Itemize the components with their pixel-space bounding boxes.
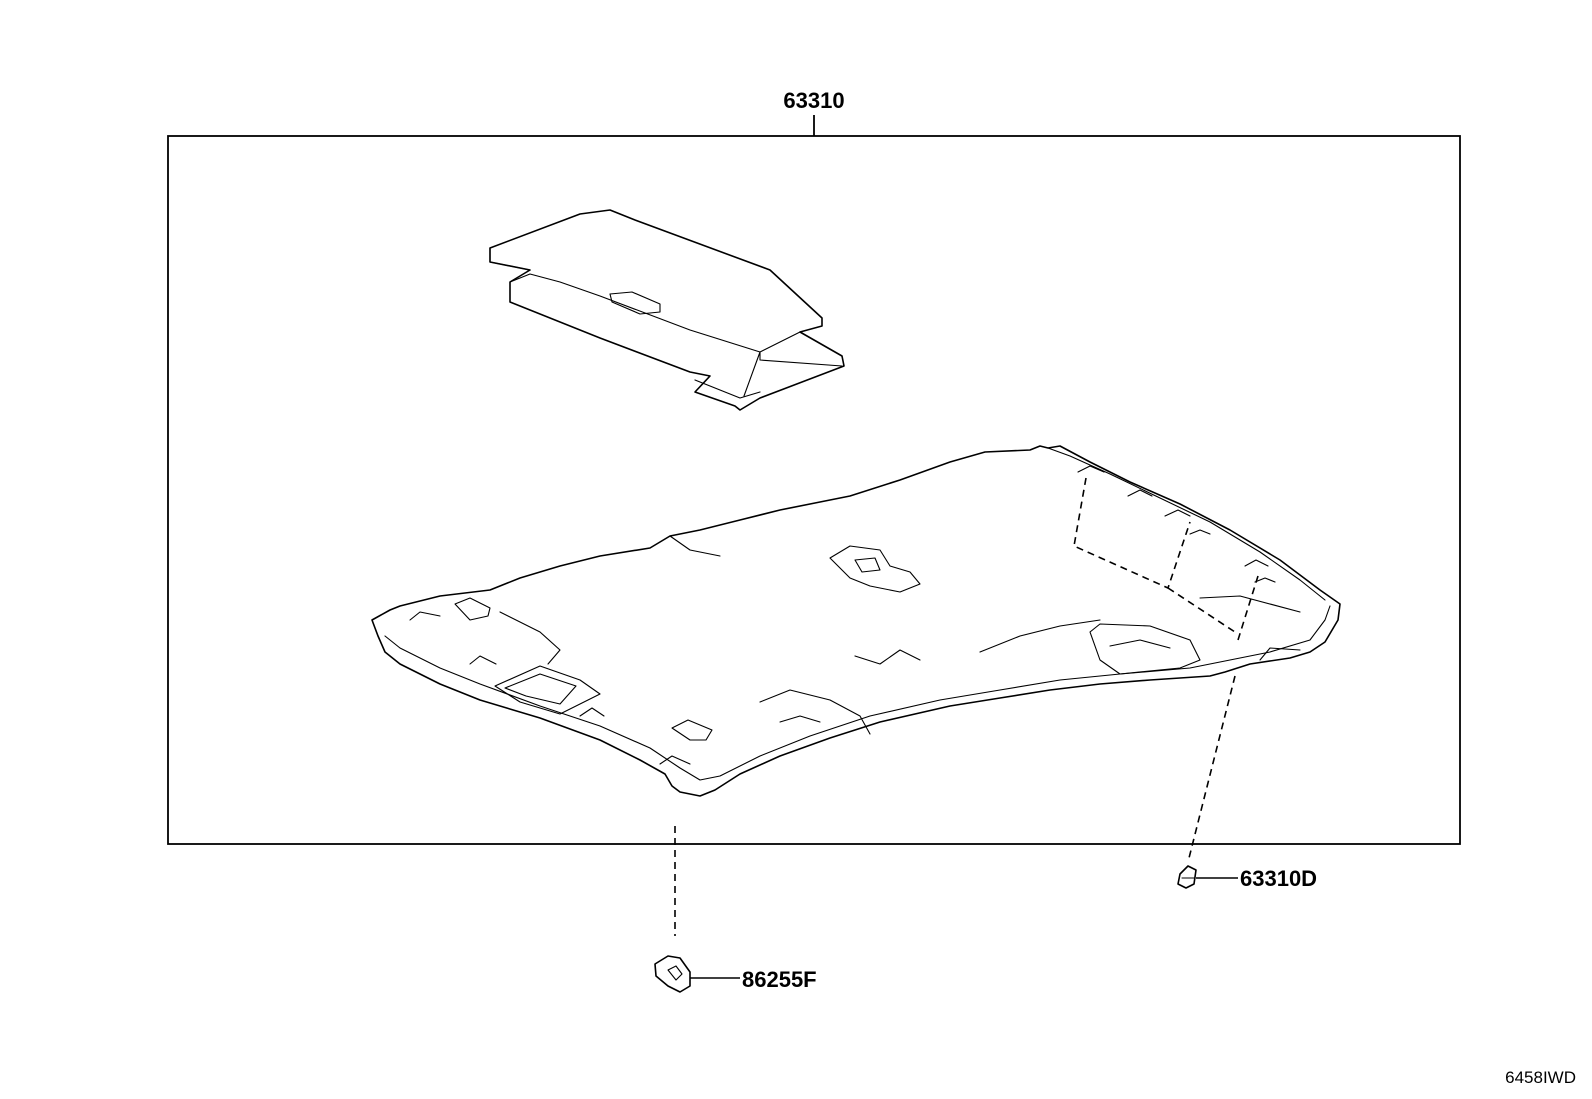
assembly-box — [167, 135, 1461, 845]
clip-part — [1177, 865, 1197, 889]
headliner — [371, 445, 1341, 797]
figure-reference: 6458IWD — [1505, 1068, 1576, 1087]
label-63310: 63310 — [783, 88, 844, 113]
lamp-bracket-part — [654, 955, 691, 993]
label-63310d: 63310D — [1240, 866, 1317, 891]
leader-63310d — [1187, 675, 1236, 863]
label-86255f: 86255F — [742, 967, 817, 992]
silencer-pad — [489, 209, 845, 411]
